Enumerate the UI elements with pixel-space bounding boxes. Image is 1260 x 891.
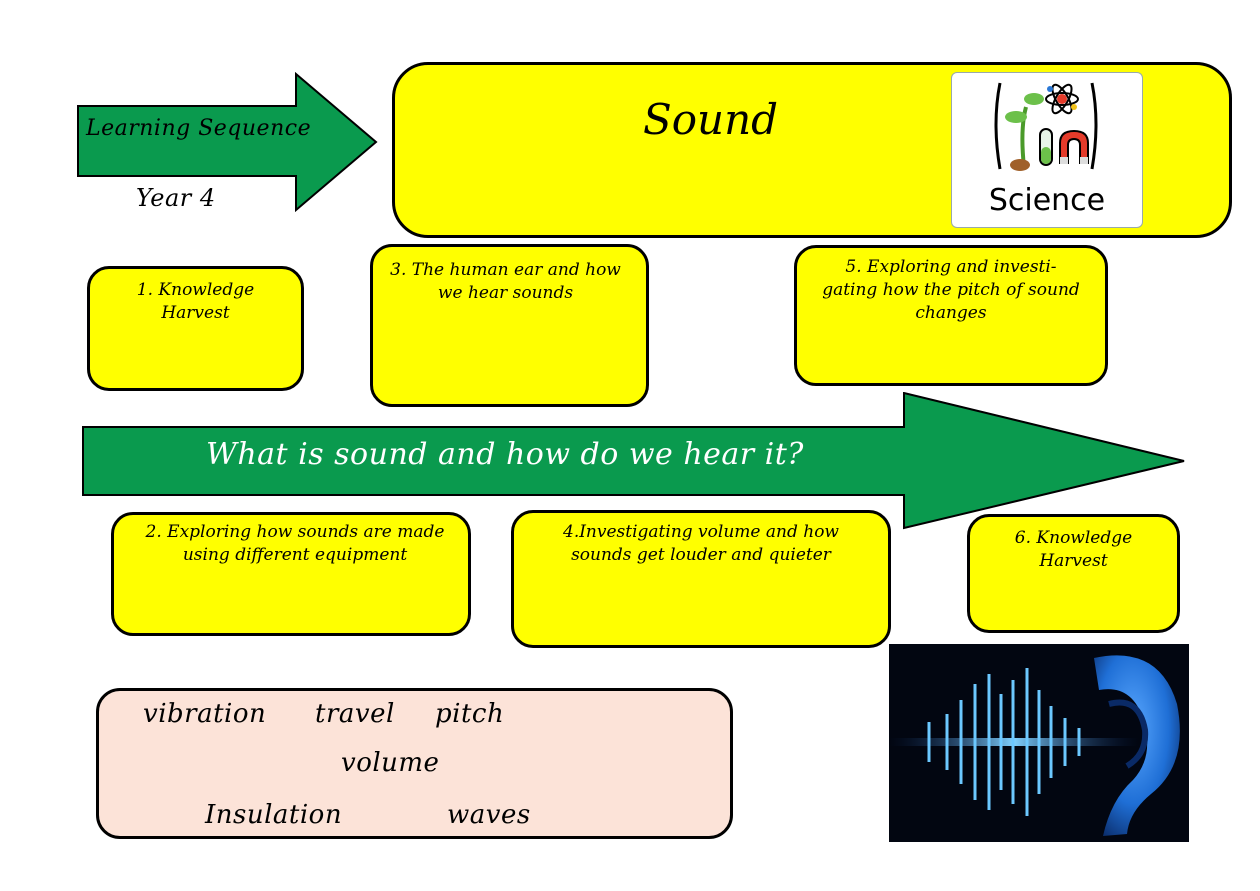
lesson-5-text: 5. Exploring and investi-gating how the … (822, 257, 1080, 323)
science-badge-label: Science (988, 183, 1106, 218)
lesson-3-text: 3. The human ear and how we hear sounds (390, 260, 621, 303)
vocab-word: vibration (143, 699, 267, 729)
lesson-3-box: 3. The human ear and how we hear sounds (370, 244, 649, 407)
ear-icon (889, 655, 1180, 836)
page-title: Sound (643, 95, 779, 144)
lesson-6-text: 6. Knowledge Harvest (1014, 528, 1133, 571)
science-icon (994, 82, 1098, 171)
vocabulary-box: vibration travel pitch volume Insulation… (96, 688, 733, 839)
lesson-4-text: 4.Investigating volume and how sounds ge… (563, 522, 839, 565)
question-arrow (82, 392, 1185, 530)
year-label: Year 4 (136, 184, 216, 212)
learning-sequence-arrow (77, 72, 378, 212)
lesson-1-box: 1. Knowledge Harvest (87, 266, 304, 391)
question-text: What is sound and how do we hear it? (206, 437, 804, 472)
science-badge: Science (951, 72, 1143, 228)
vocab-word: Insulation (205, 800, 343, 830)
lesson-6-box: 6. Knowledge Harvest (967, 514, 1180, 633)
ear-soundwave-image (889, 644, 1189, 842)
vocab-word: waves (447, 800, 531, 830)
vocab-word: travel (315, 699, 395, 729)
learning-sequence-label: Learning Sequence (86, 116, 312, 141)
lesson-2-text: 2. Exploring how sounds are made using d… (145, 522, 445, 565)
lesson-1-text: 1. Knowledge Harvest (136, 280, 255, 323)
lesson-4-box: 4.Investigating volume and how sounds ge… (511, 510, 891, 648)
vocab-word: pitch (435, 699, 505, 729)
lesson-2-box: 2. Exploring how sounds are made using d… (111, 512, 471, 636)
lesson-5-box: 5. Exploring and investi-gating how the … (794, 245, 1108, 386)
vocab-word: volume (341, 748, 440, 778)
